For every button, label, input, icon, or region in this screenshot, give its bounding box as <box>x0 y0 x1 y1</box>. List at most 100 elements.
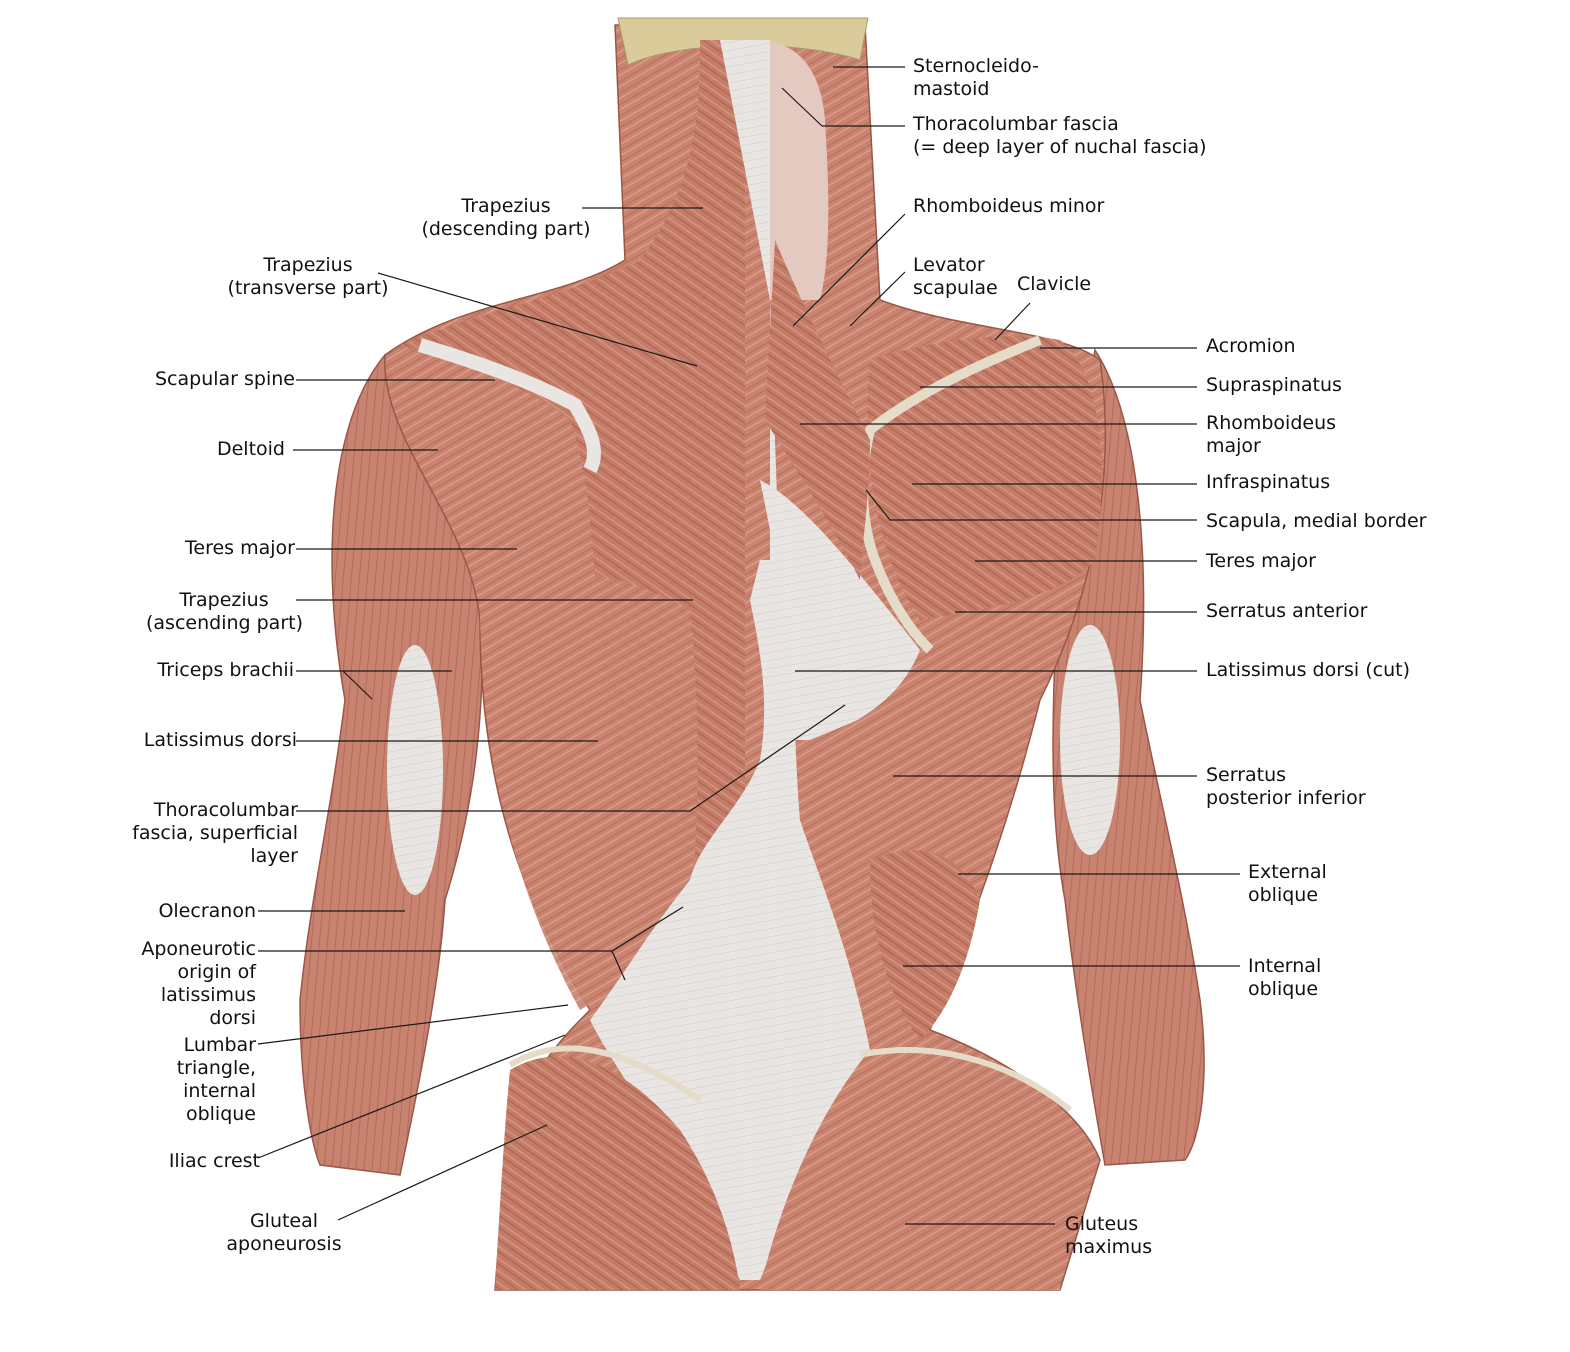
label-rhomboideus-minor: Rhomboideus minor <box>913 195 1104 218</box>
label-thoracolumbar-fascia-deep: Thoracolumbar fascia (= deep layer of nu… <box>913 113 1207 159</box>
label-line: Rhomboideus minor <box>913 195 1105 217</box>
leader-thoracolumbar-deep-a <box>781 87 823 127</box>
label-line: Clavicle <box>1017 273 1092 295</box>
label-line: triangle, <box>176 1057 256 1079</box>
label-line: oblique <box>1248 884 1319 906</box>
label-line: Olecranon <box>158 900 256 922</box>
label-line: Scapular spine <box>155 368 295 390</box>
label-line: (ascending part) <box>146 612 303 634</box>
label-line: Deltoid <box>216 438 285 460</box>
label-line: aponeurosis <box>226 1233 342 1255</box>
label-line: Trapezius <box>263 254 353 276</box>
label-line: (transverse part) <box>227 277 389 299</box>
right-shoulder <box>867 336 1102 620</box>
label-line: layer <box>250 845 298 867</box>
label-scapular-spine: Scapular spine <box>100 368 295 391</box>
label-line: External <box>1248 861 1327 883</box>
label-line: mastoid <box>913 78 990 100</box>
iliac-crest-line <box>508 1045 702 1103</box>
label-line: Sternocleido- <box>913 55 1039 77</box>
label-triceps-brachii: Triceps brachii <box>80 659 294 682</box>
leader-aponeurotic-origin <box>258 906 684 981</box>
label-rhomboideus-major: Rhomboideus major <box>1206 412 1336 458</box>
label-line: latissimus <box>160 984 256 1006</box>
label-line: oblique <box>1248 978 1319 1000</box>
label-lumbar-triangle: Lumbar triangle, internal oblique <box>80 1034 256 1126</box>
leader-rhomboideus-minor <box>792 213 906 327</box>
label-supraspinatus: Supraspinatus <box>1206 374 1342 397</box>
leader-thoracolumbar-superficial <box>296 704 846 812</box>
label-external-oblique: External oblique <box>1248 861 1327 907</box>
label-thoracolumbar-fascia-superficial: Thoracolumbar fascia, superficial layer <box>100 799 298 868</box>
leader-levator-scapulae <box>849 271 906 327</box>
gluteus-left <box>495 1056 740 1290</box>
label-line: Serratus anterior <box>1206 600 1368 622</box>
latissimus-left <box>480 567 698 1010</box>
serratus-posterior <box>810 690 971 860</box>
label-sternocleidomastoid: Sternocleido- mastoid <box>913 55 1039 101</box>
label-line: origin of <box>177 961 256 983</box>
label-line: Aponeurotic <box>141 938 256 960</box>
label-line: dorsi <box>209 1007 256 1029</box>
obliques <box>870 850 980 1040</box>
label-line: Gluteus <box>1065 1213 1139 1235</box>
label-line: Thoracolumbar fascia <box>913 113 1119 135</box>
label-levator-scapulae: Levator scapulae <box>913 254 998 300</box>
label-line: (= deep layer of nuchal fascia) <box>913 136 1207 158</box>
iliac-crest-line-right <box>859 1047 1072 1113</box>
label-line: Infraspinatus <box>1206 471 1331 493</box>
label-line: Thoracolumbar <box>153 799 298 821</box>
label-line: major <box>1206 435 1261 457</box>
label-line: Latissimus dorsi <box>143 729 297 751</box>
label-deltoid: Deltoid <box>100 438 285 461</box>
label-line: Serratus <box>1206 764 1287 786</box>
label-trapezius-ascending: Trapezius (ascending part) <box>146 589 303 635</box>
label-line: Acromion <box>1206 335 1296 357</box>
leader-lines <box>257 66 1240 1225</box>
label-line: posterior inferior <box>1206 787 1366 809</box>
label-internal-oblique: Internal oblique <box>1248 955 1321 1001</box>
label-line: Latissimus dorsi (cut) <box>1206 659 1410 681</box>
label-line: Lumbar <box>183 1034 256 1056</box>
leader-clavicle <box>994 302 1031 341</box>
label-olecranon: Olecranon <box>80 900 256 923</box>
right-triceps-tendon <box>1060 625 1120 855</box>
label-clavicle: Clavicle <box>1017 273 1091 296</box>
label-line: Supraspinatus <box>1206 374 1342 396</box>
label-serratus-anterior: Serratus anterior <box>1206 600 1367 623</box>
leader-gluteal-aponeurosis <box>337 1124 548 1221</box>
leader-triceps-brachii <box>296 670 452 700</box>
label-line: internal <box>183 1080 256 1102</box>
label-infraspinatus: Infraspinatus <box>1206 471 1330 494</box>
label-line: Rhomboideus <box>1206 412 1337 434</box>
leader-trapezius-transverse <box>377 272 698 367</box>
label-line: Trapezius <box>461 195 551 217</box>
neck-deep-layer <box>755 40 829 300</box>
leader-iliac-crest <box>257 1034 566 1159</box>
label-teres-major-right: Teres major <box>1206 550 1316 573</box>
label-line: Iliac crest <box>168 1150 260 1172</box>
rhomboid <box>765 240 870 580</box>
label-iliac-crest: Iliac crest <box>80 1150 260 1173</box>
label-line: Gluteal <box>249 1210 319 1232</box>
label-acromion: Acromion <box>1206 335 1296 358</box>
label-line: (descending part) <box>421 218 591 240</box>
label-serratus-posterior-inferior: Serratus posterior inferior <box>1206 764 1366 810</box>
label-line: Teres major <box>185 537 295 559</box>
thoracolumbar-fascia-right <box>760 480 920 740</box>
label-scapula-medial-border: Scapula, medial border <box>1206 510 1426 533</box>
label-line: Triceps brachii <box>157 659 294 681</box>
scapular-spine-left <box>417 338 601 474</box>
label-teres-major-left: Teres major <box>100 537 295 560</box>
label-line: oblique <box>185 1103 256 1125</box>
label-line: fascia, superficial <box>132 822 298 844</box>
label-trapezius-descending: Trapezius (descending part) <box>421 195 591 241</box>
label-gluteus-maximus: Gluteus maximus <box>1065 1213 1152 1259</box>
label-aponeurotic-origin: Aponeurotic origin of latissimus dorsi <box>80 938 256 1030</box>
label-line: Internal <box>1248 955 1322 977</box>
leader-scapula-medial-border <box>865 489 1197 521</box>
label-trapezius-transverse: Trapezius (transverse part) <box>227 254 389 300</box>
gluteus-right <box>760 1048 1070 1290</box>
leader-lumbar-triangle <box>257 1004 569 1045</box>
